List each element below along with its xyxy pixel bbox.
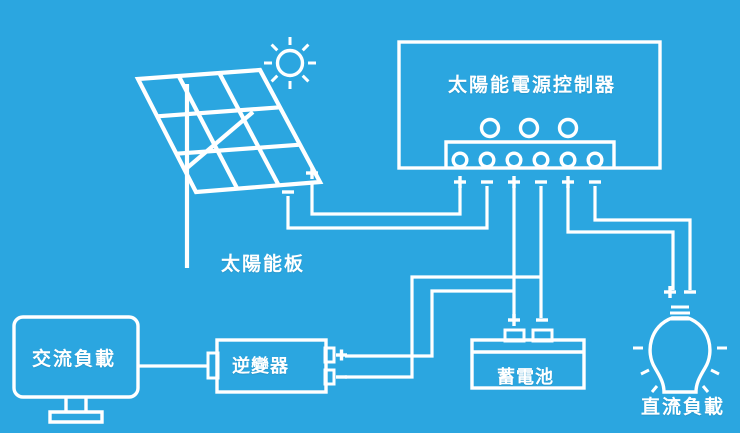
controller-terminals xyxy=(451,151,604,169)
wire-dc-load-minus xyxy=(593,186,692,290)
wire-inverter-plus xyxy=(345,289,514,358)
sun-icon xyxy=(264,37,316,89)
ac-load-monitor-icon xyxy=(12,315,140,424)
inverter-terminal-plus xyxy=(336,349,347,361)
inverter-label: 逆變器 xyxy=(232,356,289,376)
controller-box xyxy=(397,40,662,170)
controller-indicator-lights xyxy=(479,117,579,139)
dc-load-label: 直流負載 xyxy=(641,397,726,418)
battery-label: 蓄電池 xyxy=(497,367,554,387)
controller-terminal-signs xyxy=(454,176,601,188)
battery-terminal-plus xyxy=(508,314,520,326)
wire-inverter-minus xyxy=(345,275,541,379)
wire-panel-plus xyxy=(310,183,462,216)
controller-label: 太陽能電源控制器 xyxy=(448,75,617,96)
wire-panel-minus xyxy=(286,186,489,230)
dc-load-terminal-plus xyxy=(664,286,676,298)
solar-panel-icon xyxy=(134,67,324,268)
wire-dc-load-plus xyxy=(566,186,675,290)
battery-icon xyxy=(470,328,586,390)
solar-panel-terminal-plus xyxy=(306,167,318,179)
ac-load-label: 交流負載 xyxy=(32,349,117,370)
dc-load-bulb-icon xyxy=(633,305,727,407)
solar-panel-label: 太陽能板 xyxy=(221,254,306,275)
